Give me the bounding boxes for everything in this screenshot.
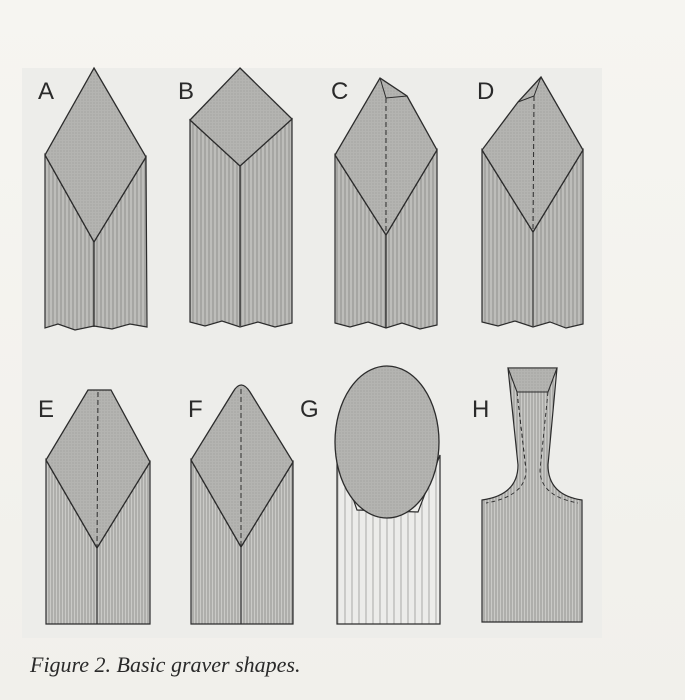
graver-g-face <box>334 365 440 519</box>
graver-g-shank <box>336 451 441 625</box>
graver-h-inner-right-curve <box>539 391 579 504</box>
label-f: F <box>188 396 203 423</box>
label-a: A <box>38 78 55 105</box>
graver-h-face <box>507 367 558 393</box>
graver-d-face <box>481 75 584 234</box>
label-h: H <box>472 396 490 423</box>
graver-a-face <box>44 66 147 244</box>
graver-b <box>189 67 293 328</box>
label-g: G <box>300 396 319 423</box>
figure-caption: Figure 2. Basic graver shapes. <box>30 652 301 677</box>
label-c: C <box>331 78 349 105</box>
graver-h-body <box>481 367 583 623</box>
graver-d-centerline <box>532 95 535 233</box>
label-e: E <box>38 396 55 423</box>
graver-f <box>190 384 294 625</box>
graver-f-face <box>190 384 294 549</box>
graver-a <box>44 66 148 331</box>
graver-h-inner-left-curve <box>485 391 527 504</box>
label-d: D <box>477 78 495 105</box>
graver-b-face <box>189 67 293 167</box>
graver-c <box>334 77 438 330</box>
graver-h <box>481 367 583 623</box>
graver-g <box>334 365 441 625</box>
graver-e <box>45 389 151 625</box>
graver-d <box>481 75 584 329</box>
label-b: B <box>178 78 195 105</box>
graver-e-centerline <box>96 391 99 549</box>
